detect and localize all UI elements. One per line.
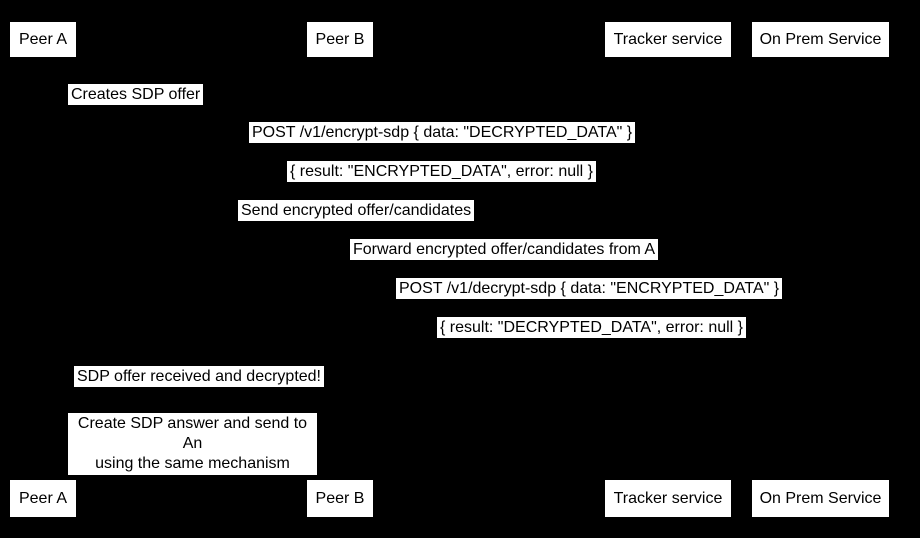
participant-peer-b-bottom: Peer B (307, 480, 373, 517)
participant-tracker-service-bottom: Tracker service (605, 480, 731, 517)
msg-decrypt-result: { result: "DECRYPTED_DATA", error: null … (437, 317, 747, 338)
msg-post-encrypt-sdp: POST /v1/encrypt-sdp { data: "DECRYPTED_… (249, 122, 636, 143)
participant-peer-a-bottom: Peer A (10, 480, 76, 517)
note-create-sdp-answer: Create SDP answer and send to An using t… (68, 413, 317, 475)
msg-creates-sdp-offer: Creates SDP offer (68, 84, 204, 105)
msg-post-decrypt-sdp: POST /v1/decrypt-sdp { data: "ENCRYPTED_… (396, 278, 783, 299)
msg-send-encrypted-offer: Send encrypted offer/candidates (238, 200, 475, 221)
participant-peer-b-top: Peer B (307, 22, 373, 57)
msg-encrypt-result: { result: "ENCRYPTED_DATA", error: null … (287, 161, 597, 182)
participant-tracker-service-top: Tracker service (605, 22, 731, 57)
participant-on-prem-service-bottom: On Prem Service (752, 480, 889, 517)
note-line-1: Create SDP answer and send to An (77, 415, 308, 452)
msg-forward-encrypted-offer: Forward encrypted offer/candidates from … (350, 239, 659, 260)
note-line-2: using the same mechanism (95, 455, 290, 472)
participant-peer-a-top: Peer A (10, 22, 76, 57)
participant-on-prem-service-top: On Prem Service (752, 22, 889, 57)
msg-sdp-offer-received: SDP offer received and decrypted! (74, 366, 324, 387)
